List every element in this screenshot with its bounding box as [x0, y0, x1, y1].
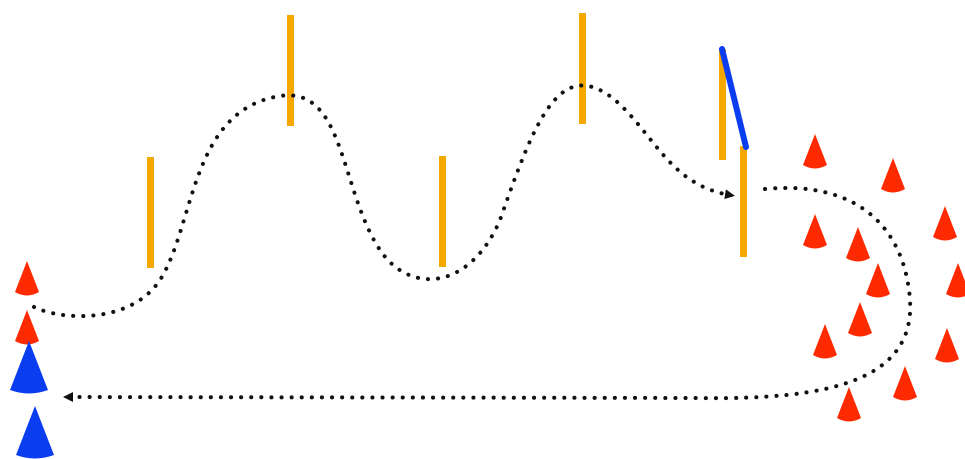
red-cone-icon — [933, 206, 957, 241]
red-cone-icon — [803, 214, 827, 249]
slalom-pole — [579, 13, 586, 124]
red-cone-icon — [946, 263, 965, 298]
blue-cone-icon — [16, 406, 54, 459]
slalom-pole — [740, 146, 747, 257]
return-path — [68, 188, 910, 398]
slalom-pole — [287, 15, 294, 126]
blue-cones — [10, 341, 54, 459]
red-cone-icon — [893, 366, 917, 401]
red-cone-icon — [837, 387, 861, 422]
red-cone-icon — [813, 324, 837, 359]
blue-cone-icon — [10, 341, 48, 394]
red-cone-icon — [935, 328, 959, 363]
slalom-pole — [439, 156, 446, 267]
red-cone-icon — [848, 302, 872, 337]
red-cone-icon — [846, 227, 870, 262]
red-cone-icon — [881, 158, 905, 193]
red-cone-icon — [866, 263, 890, 298]
red-cone-icon — [803, 134, 827, 169]
red-cone-icon — [15, 261, 39, 296]
red-cone-icon — [15, 310, 39, 345]
slalom-poles — [147, 13, 747, 268]
red-cones — [15, 134, 965, 422]
slalom-path — [34, 85, 730, 316]
slalom-pole — [147, 157, 154, 268]
